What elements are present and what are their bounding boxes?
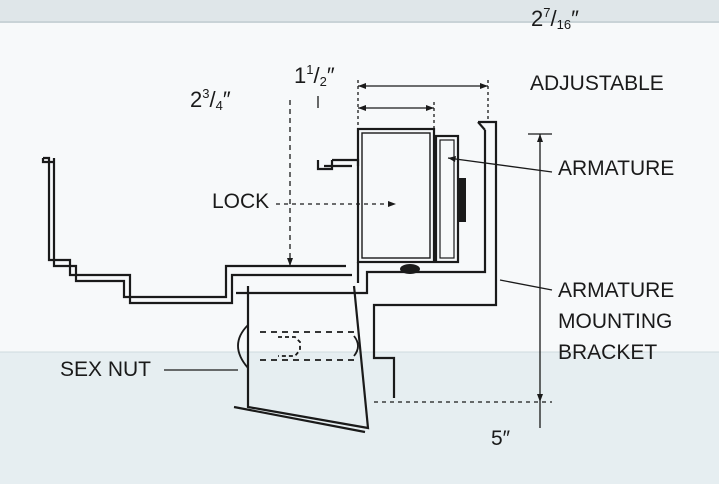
sex-nut-bolt	[237, 324, 359, 369]
dim-label-bottom: 5″	[491, 427, 511, 450]
dim-whole: 1	[294, 63, 307, 88]
frame-profile	[43, 156, 352, 305]
frame-profile-inner	[52, 158, 346, 299]
magnet-housing	[356, 127, 436, 264]
sex-nut-label: SEX NUT	[60, 358, 152, 381]
adjustable-label: ADJUSTABLE	[530, 72, 664, 95]
armature-mounting-bracket-line2: MOUNTING	[558, 310, 673, 333]
lock-label: LOCK	[212, 190, 270, 213]
dim-label-left: 23/4″	[190, 86, 231, 113]
dim-num: 7	[543, 5, 551, 20]
armature-mounting-bracket	[236, 130, 487, 295]
dim-den: 16	[556, 17, 572, 32]
lower-bracket	[246, 285, 370, 430]
dim-unit: ″	[571, 6, 579, 31]
dim-num: 3	[202, 86, 210, 101]
armature-label: ARMATURE	[558, 157, 675, 180]
dim-label-top-right: 27/16″	[531, 5, 579, 32]
armature-mounting-bracket-line3: BRACKET	[558, 341, 658, 364]
dim-whole: 2	[531, 6, 544, 31]
dim-num: 1	[306, 62, 314, 77]
dim-den: 2	[319, 74, 327, 89]
dim-unit: ″	[326, 63, 335, 88]
dim-den: 4	[215, 98, 223, 113]
dim-whole: 2	[190, 87, 203, 112]
dim-unit: ″	[222, 87, 231, 112]
dim-label-center: 11/2″	[294, 62, 335, 89]
armature-mounting-bracket-line1: ARMATURE	[558, 279, 675, 302]
